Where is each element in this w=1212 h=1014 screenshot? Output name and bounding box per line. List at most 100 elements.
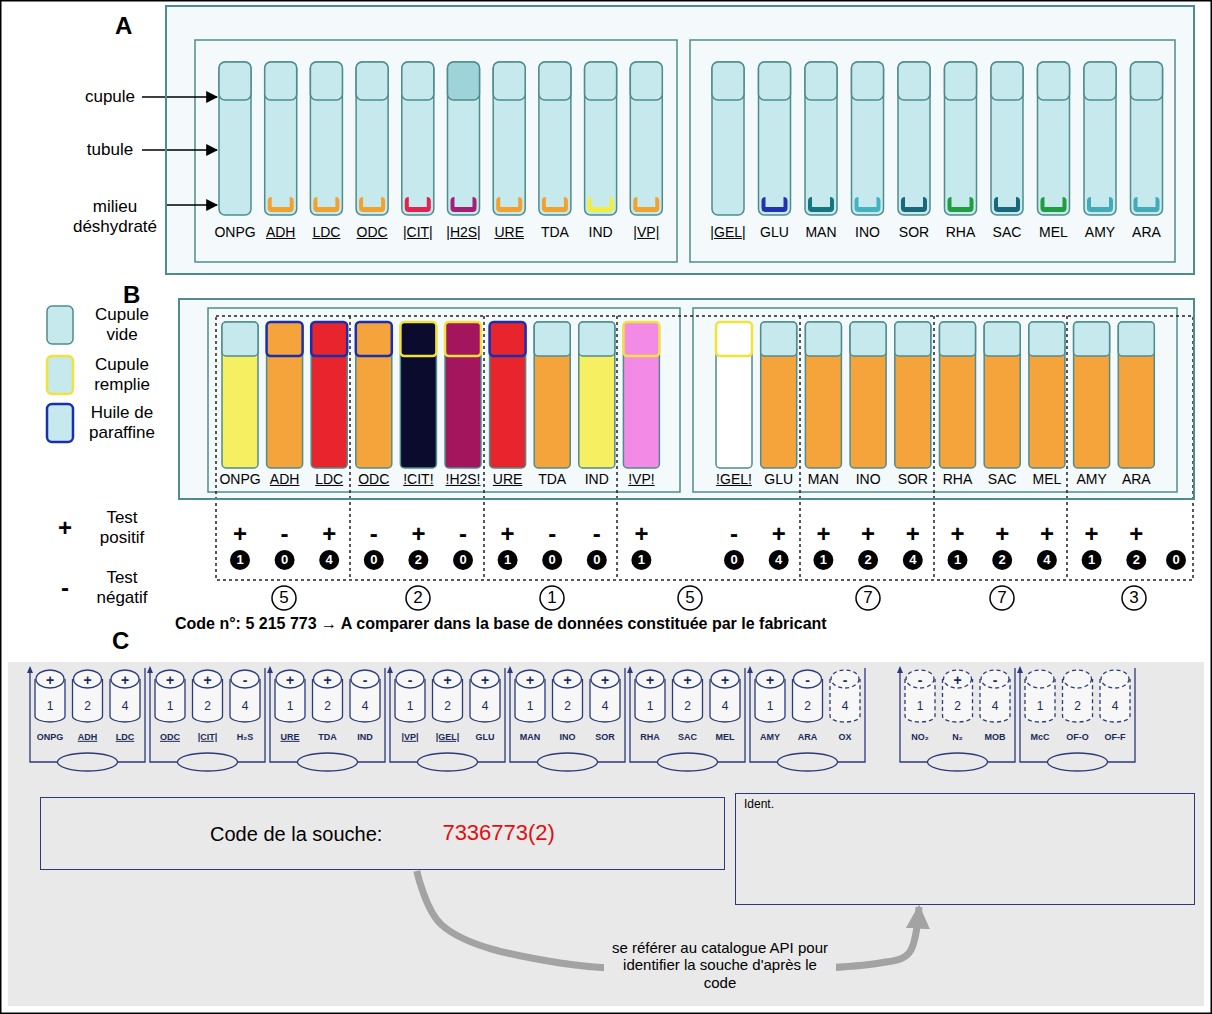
medium-shape (588, 197, 614, 212)
test-value: 1 (1088, 553, 1095, 568)
strip-frame (693, 308, 1177, 492)
test-name: N₂ (952, 732, 963, 742)
sum-oval (1048, 753, 1108, 771)
cupule-shape (579, 322, 615, 356)
result-sign: - (805, 672, 810, 688)
group-circle (406, 586, 430, 610)
test-cylinder (155, 670, 185, 722)
legend-sign: + (58, 514, 72, 542)
tubule-shape (984, 322, 1020, 468)
test-cylinder (230, 670, 260, 722)
test-tube (579, 322, 615, 468)
test-value: 1 (767, 700, 774, 714)
bracket-tip (747, 666, 753, 673)
test-cylinder (515, 670, 545, 722)
result-sign: + (646, 672, 654, 688)
test-name: LDC (116, 732, 135, 742)
bracket-tip (627, 666, 633, 673)
medium-shape (359, 197, 385, 212)
group-outline (216, 316, 1193, 580)
test-name: TDA (318, 732, 337, 742)
result-sign: + (563, 672, 571, 688)
value-disc (364, 550, 384, 570)
test-name: !GEL! (716, 471, 752, 487)
cupule-shape (761, 322, 797, 356)
test-name: AMY (1085, 224, 1115, 240)
test-name: ODC (357, 224, 388, 240)
medium-inner (317, 197, 335, 207)
tubule-shape (534, 322, 570, 468)
group-bracket (30, 668, 145, 762)
cylinder-top (351, 670, 379, 688)
test-name: RHA (943, 471, 973, 487)
test-name: ARA (1132, 224, 1161, 240)
group-bracket (150, 668, 265, 762)
test-value: 2 (864, 553, 871, 568)
result-sign: + (203, 672, 211, 688)
test-name: ONPG (37, 732, 64, 742)
code-label: Code de la souche: (210, 823, 382, 845)
tubule-shape (539, 62, 571, 215)
test-tube (267, 322, 303, 468)
medium-inner (812, 197, 830, 207)
group-code: 5 (279, 588, 288, 608)
cylinder-top (794, 670, 822, 688)
test-cylinder (635, 670, 665, 722)
cupule-shape (991, 62, 1023, 100)
test-name: MOB (985, 732, 1006, 742)
result-sign: + (906, 520, 920, 548)
result-sign: + (861, 520, 875, 548)
cupule-shape (1131, 62, 1163, 100)
test-name: IND (589, 224, 613, 240)
group-bracket (270, 668, 385, 762)
medium-inner (409, 197, 427, 207)
part-label: cupule (85, 87, 135, 107)
test-value: 1 (407, 700, 414, 714)
medium-shape (633, 197, 659, 212)
result-sign: - (843, 672, 848, 688)
sum-oval (658, 753, 718, 771)
test-tube (493, 62, 525, 215)
panel-letter: C (112, 628, 129, 654)
cylinder-top (674, 670, 702, 688)
test-value: 1 (167, 700, 174, 714)
test-value: 4 (326, 553, 333, 568)
tubule-shape (623, 322, 659, 468)
cupule-shape (630, 62, 662, 100)
medium-inner (455, 197, 473, 207)
value-disc (587, 550, 607, 570)
test-cylinder (553, 670, 583, 722)
test-name: SOR (899, 224, 929, 240)
sum-oval (298, 753, 358, 771)
test-tube (852, 62, 884, 215)
test-name: ADH (270, 471, 300, 487)
cylinder-top (1026, 670, 1054, 688)
test-value: 2 (204, 700, 211, 714)
test-tube (445, 322, 481, 468)
cupule-shape (623, 322, 659, 356)
cylinder-top (396, 670, 424, 688)
test-tube (716, 322, 752, 468)
tubule-shape (585, 62, 617, 215)
tubule-shape (1131, 62, 1163, 215)
cupule-shape (850, 322, 886, 356)
medium-shape (542, 197, 568, 212)
test-tube (991, 62, 1023, 215)
tubule-shape (940, 322, 976, 468)
test-name: MAN (808, 471, 839, 487)
test-name: GLU (476, 732, 495, 742)
test-value: 4 (1043, 553, 1050, 568)
result-sign: + (443, 672, 451, 688)
result-sign: - (243, 672, 248, 688)
result-sign: + (501, 520, 515, 548)
result-sign: + (772, 520, 786, 548)
medium-shape (808, 197, 834, 212)
tubule-shape (579, 322, 615, 468)
legend-text: Huile de paraffine (82, 403, 162, 442)
test-value: 2 (564, 700, 571, 714)
test-value: 2 (84, 700, 91, 714)
cupule-shape (448, 62, 480, 100)
value-disc (903, 550, 923, 570)
